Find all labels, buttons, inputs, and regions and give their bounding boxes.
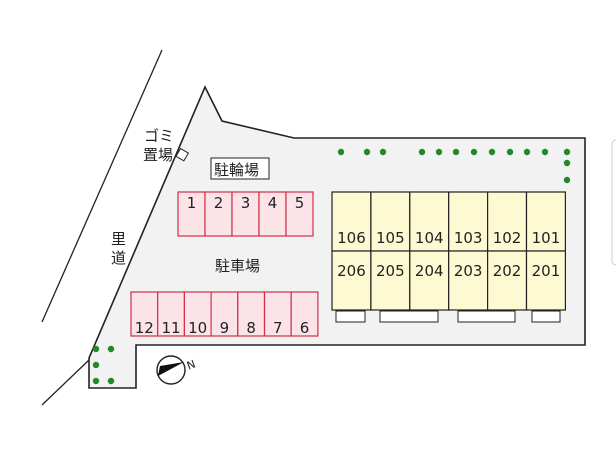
tree-icon: [92, 345, 100, 353]
unit-upper: [331, 191, 372, 252]
unit-lower: [487, 250, 528, 311]
garbage-box: [175, 147, 190, 162]
parking-space-number: 10: [188, 319, 207, 337]
tree-icon: [435, 148, 443, 156]
tree-icon: [563, 148, 571, 156]
unit-number: 203: [454, 262, 483, 280]
parking-space-number: 5: [295, 194, 305, 212]
side-panel-edge: [611, 139, 616, 266]
unit-number: 102: [493, 229, 522, 247]
unit-lower: [525, 250, 567, 311]
tree-icon: [523, 148, 531, 156]
tree-icon: [506, 148, 514, 156]
unit-number: 101: [532, 229, 561, 247]
parking-space-number: 7: [273, 319, 283, 337]
tree-icon: [337, 148, 345, 156]
road-edge-bottom: [41, 359, 90, 406]
tree-icon: [541, 148, 549, 156]
unit-upper: [448, 191, 489, 252]
unit-number: 206: [337, 262, 366, 280]
parking-space-number: 3: [241, 194, 251, 212]
unit-upper: [487, 191, 528, 252]
unit-lower: [448, 250, 489, 311]
parking-space: [263, 291, 292, 337]
parking-space-number: 1: [187, 194, 197, 212]
balcony: [531, 310, 561, 323]
unit-number: 202: [493, 262, 522, 280]
parking-space-number: 11: [161, 319, 180, 337]
balcony: [335, 310, 366, 323]
unit-number: 104: [415, 229, 444, 247]
unit-number: 201: [532, 262, 561, 280]
tree-icon: [92, 377, 100, 385]
parking-space-number: 12: [135, 319, 154, 337]
unit-number: 205: [376, 262, 405, 280]
bicycle-parking-box: [210, 157, 270, 180]
tree-icon: [452, 148, 460, 156]
unit-lower: [331, 250, 372, 311]
unit-lower: [370, 250, 411, 311]
tree-icon: [107, 345, 115, 353]
tree-icon: [363, 148, 371, 156]
parking-space-number: 6: [300, 319, 310, 337]
road-label-2: 道: [111, 249, 126, 267]
unit-number: 103: [454, 229, 483, 247]
garbage-label-2: 置場: [143, 146, 173, 164]
parking-space: [210, 291, 239, 337]
bicycle-parking-label: 駐輪場: [214, 161, 259, 179]
tree-icon: [92, 361, 100, 369]
parking-space: [157, 291, 185, 337]
garbage-label-1: ゴミ: [144, 127, 174, 145]
road-edge-left: [41, 49, 163, 323]
north-compass-icon: N: [156, 355, 197, 385]
parking-space-number: 2: [214, 194, 224, 212]
parking-space: [183, 291, 212, 337]
balcony: [457, 310, 516, 323]
parking-space-number: 8: [246, 319, 256, 337]
unit-number: 105: [376, 229, 405, 247]
north-label: N: [185, 358, 197, 373]
tree-icon: [563, 159, 571, 167]
tree-icon: [563, 176, 571, 184]
tree-icon: [418, 148, 426, 156]
tree-icon: [379, 148, 387, 156]
tree-icon: [488, 148, 496, 156]
parking-space: [290, 291, 319, 337]
car-parking-label: 駐車場: [215, 257, 260, 275]
parking-space-number: 4: [268, 194, 278, 212]
unit-number: 204: [415, 262, 444, 280]
unit-lower: [409, 250, 450, 311]
parking-space: [177, 191, 206, 237]
balcony: [379, 310, 439, 323]
tree-icon: [470, 148, 478, 156]
parking-space-number: 9: [220, 319, 230, 337]
tree-icon: [107, 377, 115, 385]
road-label-1: 里: [111, 230, 126, 248]
unit-number: 106: [337, 229, 366, 247]
parking-space: [285, 191, 314, 237]
